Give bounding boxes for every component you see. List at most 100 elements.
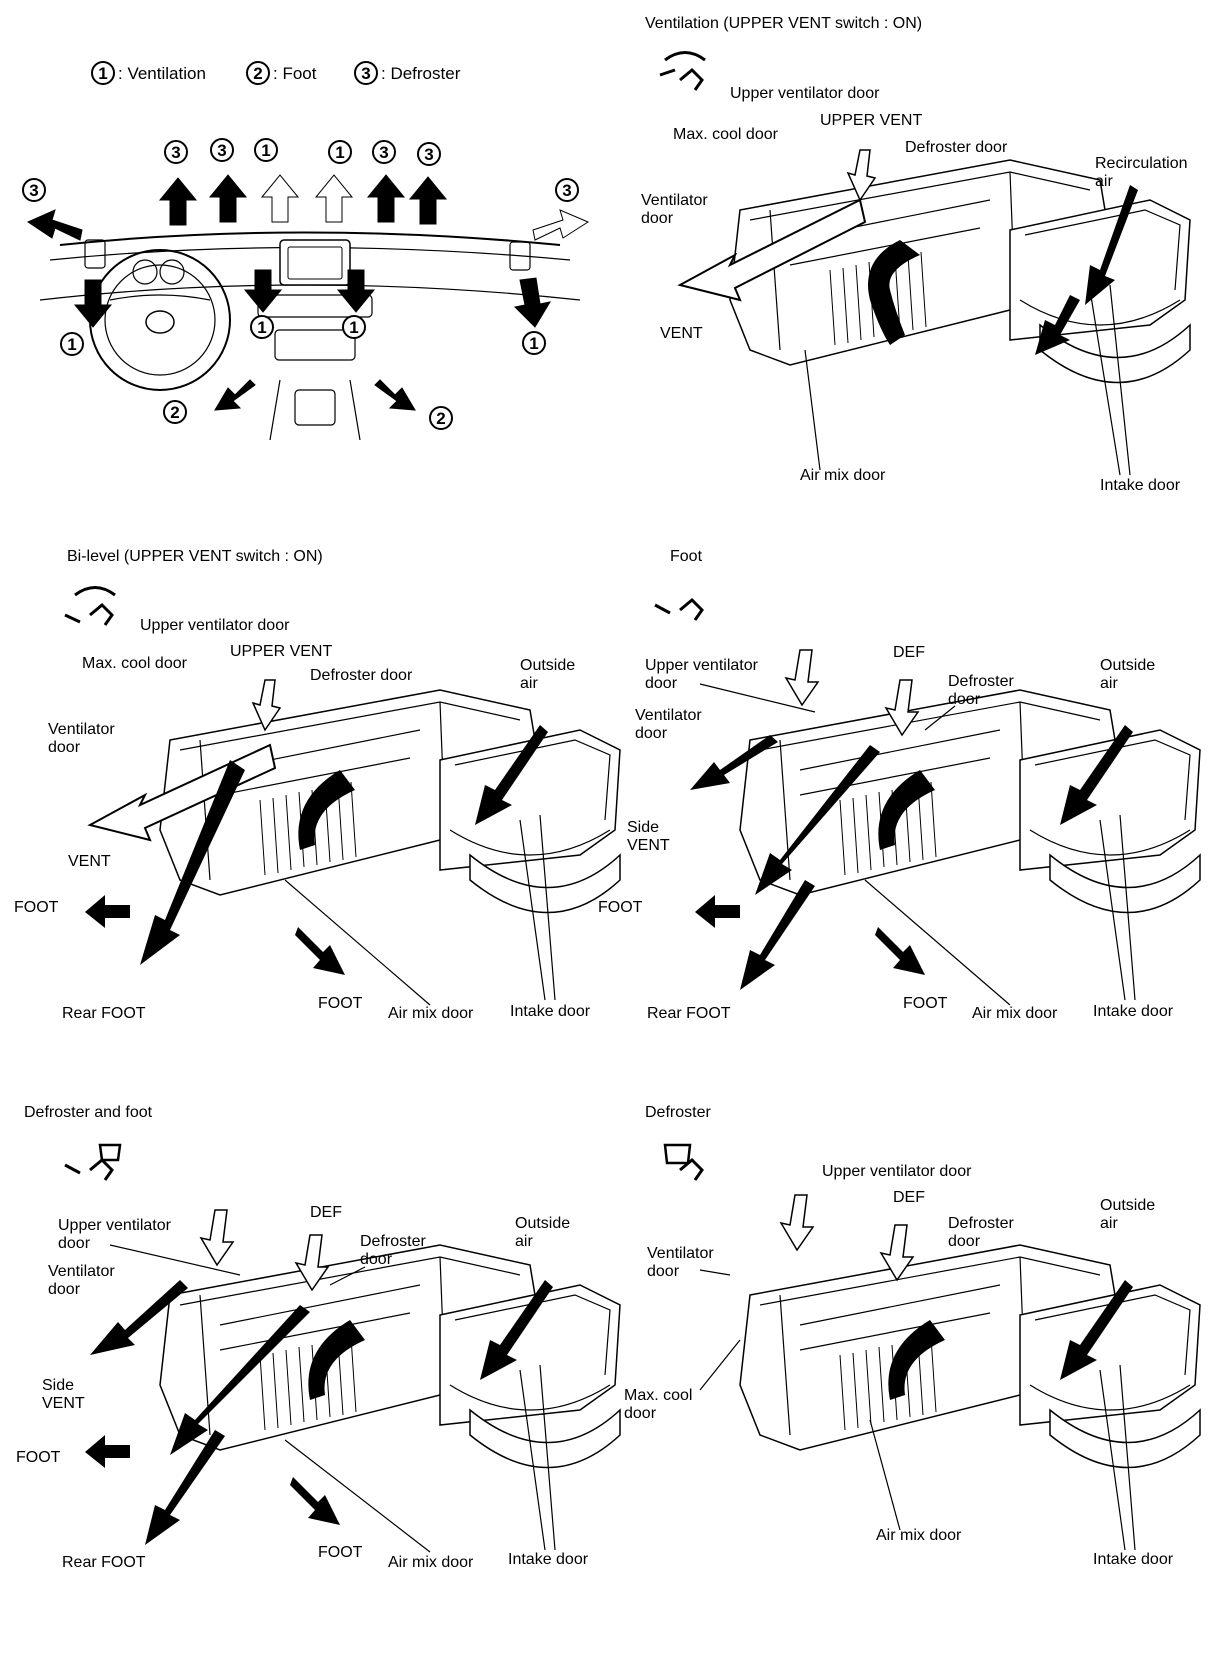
bilevel-mode-icon (64, 586, 116, 626)
defroster-mode-icon (663, 1143, 704, 1181)
diagram-label: Air mix door (876, 1527, 962, 1544)
diagram-label: Outside (1100, 1197, 1155, 1214)
diagram-label: Defroster (948, 1215, 1014, 1232)
diagram-label: Intake door (510, 1003, 591, 1020)
diagram-label: VENT (660, 325, 703, 342)
diagram-label: Air mix door (388, 1554, 474, 1571)
circled-number-icon: 1 (254, 138, 278, 162)
panel-title: Defroster (645, 1104, 711, 1121)
airflow-arrow-icon (26, 174, 590, 411)
diagram-label: Ventilator (641, 192, 708, 209)
diagram-label: 1 (529, 334, 538, 353)
airflow-arrow-icon (677, 149, 1138, 355)
diagram-label: Upper ventilator door (822, 1163, 972, 1180)
diagram-label: air (515, 1233, 533, 1250)
circled-number-icon: 3 (354, 61, 378, 85)
diagram-label: Outside (515, 1215, 570, 1232)
panel-foot: Foot Upper ventilator door DEF Defroster… (598, 548, 1201, 1022)
diagram-label: 1 (261, 141, 270, 160)
diagram-label: 3 (562, 181, 571, 200)
diagram-label: door (48, 739, 81, 756)
diagram-label: UPPER VENT (230, 643, 332, 660)
circled-number-icon: 1 (60, 332, 84, 356)
diagram-label: Ventilator (48, 721, 115, 738)
circled-number-icon: 1 (328, 140, 352, 164)
diagram-label: DEF (310, 1204, 342, 1221)
diagram-label: Rear FOOT (647, 1005, 731, 1022)
diagram-label: Max. cool (624, 1387, 692, 1404)
diagram-label: DEF (893, 1189, 925, 1206)
panel-title: Ventilation (UPPER VENT switch : ON) (645, 15, 922, 32)
circled-number-icon: 1 (250, 315, 274, 339)
circled-number-icon: 3 (417, 142, 441, 166)
diagram-label: Defroster (360, 1233, 426, 1250)
dashboard-illustration (39, 231, 581, 441)
panel-defroster-foot: Defroster and foot Upper ventilator door… (16, 1104, 621, 1571)
diagram-label: FOOT (318, 995, 363, 1012)
circled-number-icon: 1 (522, 331, 546, 355)
diagram-label: Ventilator (647, 1245, 714, 1262)
diagram-label: door (645, 675, 678, 692)
diagram-label: Intake door (1093, 1003, 1174, 1020)
diagram-label: DEF (893, 644, 925, 661)
panel-title: Bi-level (UPPER VENT switch : ON) (67, 548, 323, 565)
diagram-label: 3 (379, 143, 388, 162)
airflow-arrow-icon (85, 679, 548, 975)
diagram-label: Recirculation (1095, 155, 1187, 172)
panel-title: Defroster and foot (24, 1104, 153, 1121)
circled-number-icon: 3 (22, 178, 46, 202)
diagram-label: air (1095, 173, 1113, 190)
diagram-label: 1 (349, 318, 358, 337)
diagram-label: Upper ventilator door (140, 617, 290, 634)
diagram-label: door (641, 210, 674, 227)
diagram-label: Air mix door (972, 1005, 1058, 1022)
airflow-arrow-icon (779, 1194, 1133, 1400)
diagram-label: Max. cool door (82, 655, 188, 672)
diagram-label: air (520, 675, 538, 692)
circled-number-icon: 2 (429, 406, 453, 430)
diagram-label: Upper ventilator (58, 1217, 172, 1234)
circled-number-icon: 1 (91, 61, 115, 85)
diagram-label: 3 (217, 141, 226, 160)
diagram-label: door (624, 1405, 657, 1422)
circled-number-icon: 3 (372, 140, 396, 164)
diagram-label: 1 (257, 318, 266, 337)
circled-number-icon: 3 (210, 138, 234, 162)
diagram-label: door (635, 725, 668, 742)
diagram-label: FOOT (14, 899, 59, 916)
circled-number-icon: 3 (164, 140, 188, 164)
diagram-label: 3 (171, 143, 180, 162)
legend-ventilation: : Ventilation (118, 64, 206, 83)
diagram-label: door (48, 1281, 81, 1298)
legend-foot: : Foot (273, 64, 317, 83)
legend-defroster: : Defroster (381, 64, 461, 83)
diagram-label: Outside (520, 657, 575, 674)
diagram-label: Defroster (948, 673, 1014, 690)
panel-title: Foot (670, 548, 703, 565)
diagram-label: VENT (68, 853, 111, 870)
diagram-label: Side (42, 1377, 74, 1394)
circled-number-icon: 3 (555, 178, 579, 202)
diagram-label: Outside (1100, 657, 1155, 674)
diagram-label: Side (627, 819, 659, 836)
diagram-label: Intake door (508, 1551, 589, 1568)
diagram-label: 1 (98, 64, 107, 83)
diagram-label: 2 (170, 403, 179, 422)
diagram-label: 2 (436, 409, 445, 428)
circled-number-icon: 2 (246, 61, 270, 85)
vent-mode-icon (659, 51, 706, 91)
diagram-label: Upper ventilator (645, 657, 759, 674)
diagram-label: Ventilator (635, 707, 702, 724)
foot-mode-icon (654, 597, 704, 621)
diagram-label: door (360, 1251, 393, 1268)
diagram-label: Defroster door (905, 139, 1008, 156)
circled-number-icon: 1 (342, 315, 366, 339)
diagram-label: door (58, 1235, 91, 1252)
dashboard-markers: 3 3 3 1 1 3 3 3 1 1 1 1 2 2 (22, 138, 579, 430)
diagram-label: 3 (424, 145, 433, 164)
diagram-label: VENT (42, 1395, 85, 1412)
diagram-label: Air mix door (800, 467, 886, 484)
diagram-label: Upper ventilator door (730, 85, 880, 102)
panel-bilevel: Bi-level (UPPER VENT switch : ON) Upper … (14, 548, 621, 1022)
